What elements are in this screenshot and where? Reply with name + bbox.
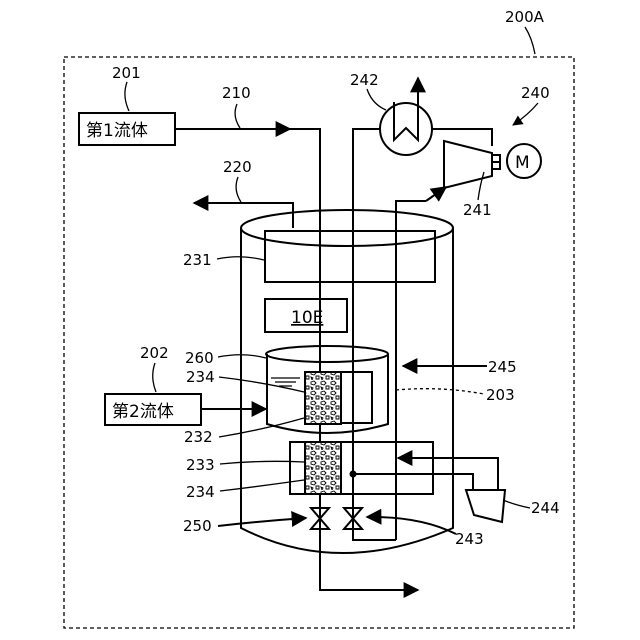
unit-10e: 10E bbox=[265, 299, 347, 332]
adsorbent-upper bbox=[305, 372, 341, 424]
first-fluid-ref: 201 bbox=[112, 64, 141, 82]
ref-203: 203 bbox=[486, 386, 515, 404]
compressor-suction bbox=[396, 201, 426, 540]
ref-232: 232 bbox=[184, 428, 213, 446]
ref-260: 260 bbox=[185, 349, 214, 367]
ref-234-upper-leader bbox=[219, 377, 304, 392]
second-fluid-box: 第2流体 bbox=[105, 394, 201, 425]
ref-234-upper: 234 bbox=[186, 368, 215, 386]
heat-exchanger-242 bbox=[380, 78, 432, 155]
unit-10e-label: 10E bbox=[291, 308, 323, 328]
first-fluid-box: 第1流体 bbox=[79, 113, 175, 145]
second-fluid-text: 第2流体 bbox=[112, 402, 174, 422]
box-231 bbox=[265, 231, 435, 282]
second-fluid-ref-leader bbox=[153, 363, 156, 392]
ref-233: 233 bbox=[186, 456, 215, 474]
ref-240-arrow bbox=[513, 103, 538, 125]
ref-245: 245 bbox=[488, 358, 517, 376]
adsorbent-lower bbox=[305, 442, 341, 494]
ref-203-leader bbox=[396, 389, 484, 394]
pump-244 bbox=[466, 490, 505, 522]
ref-232-leader bbox=[219, 418, 304, 437]
ref-244-leader bbox=[503, 500, 530, 508]
first-fluid-ref-leader bbox=[125, 82, 129, 111]
ref-250: 250 bbox=[183, 517, 212, 535]
ref-241: 241 bbox=[463, 201, 492, 219]
inner-frame-upper bbox=[341, 372, 372, 423]
pipe-to-pump bbox=[353, 474, 473, 490]
ref-243: 243 bbox=[455, 530, 484, 548]
ref-234-lower: 234 bbox=[186, 483, 215, 501]
ref-242: 242 bbox=[350, 71, 379, 89]
line-220-leader bbox=[236, 177, 241, 202]
vessel bbox=[241, 210, 453, 553]
ref-250-arrow bbox=[218, 518, 306, 526]
gas-line bbox=[353, 129, 380, 228]
motor: M bbox=[507, 144, 541, 178]
ref-244: 244 bbox=[531, 499, 560, 517]
motor-label: M bbox=[515, 153, 530, 173]
system-label: 200A bbox=[505, 8, 545, 26]
line-210-leader bbox=[235, 104, 240, 128]
first-fluid-text: 第1流体 bbox=[86, 121, 148, 141]
hx-to-compressor bbox=[432, 129, 492, 146]
ref-234-lower-leader bbox=[220, 480, 304, 491]
ref-233-leader bbox=[220, 461, 304, 464]
line-220-label: 220 bbox=[223, 158, 252, 176]
system-leader bbox=[525, 27, 535, 54]
outlet-line bbox=[320, 553, 418, 590]
ref-242-leader bbox=[367, 89, 386, 110]
ref-231: 231 bbox=[183, 251, 212, 269]
ref-241-leader bbox=[478, 172, 484, 200]
compressor-241 bbox=[444, 141, 492, 188]
compressor-suction-arrow bbox=[426, 187, 446, 201]
line-210-label: 210 bbox=[222, 84, 251, 102]
second-fluid-ref: 202 bbox=[140, 344, 169, 362]
ref-240: 240 bbox=[521, 84, 550, 102]
